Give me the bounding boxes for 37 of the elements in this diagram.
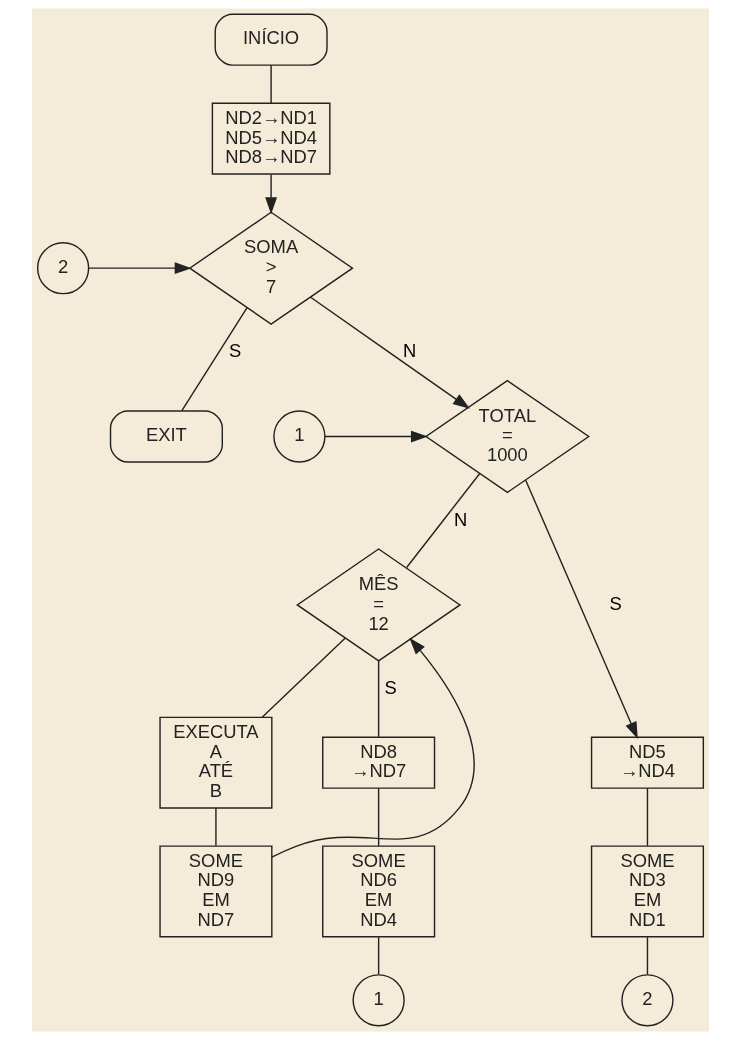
connector: [180, 306, 248, 412]
edge-label: S: [384, 676, 397, 698]
node-box: SOME ND6 EM ND4: [321, 845, 435, 938]
node-diamond: TOTAL = 1000: [424, 379, 590, 494]
connector: [269, 64, 272, 104]
node-box: SOME ND9 EM ND7: [158, 845, 273, 938]
edge-label: N: [402, 340, 416, 362]
node-box: ND5 →ND4: [590, 736, 704, 789]
edge-label: N: [453, 508, 467, 530]
connector: [377, 787, 379, 847]
arrow: [323, 430, 428, 443]
connector: [646, 787, 648, 847]
arrow: [309, 296, 470, 409]
connector: [377, 936, 379, 976]
node-box: INÍCIO: [214, 13, 328, 66]
connector: [214, 807, 217, 847]
node-circle: 2: [36, 242, 89, 295]
node-circle: 1: [272, 410, 326, 463]
node-box: EXECUTA A ATÉ B: [158, 716, 273, 809]
node-diamond: MÊS = 12: [295, 548, 461, 662]
node-circle: 2: [620, 974, 674, 1027]
arrow: [270, 637, 475, 858]
edge-label: S: [228, 340, 241, 362]
node-box: EXIT: [109, 410, 223, 463]
connector: [646, 936, 648, 976]
node-box: ND8 →ND7: [321, 736, 435, 789]
arrow: [524, 479, 638, 739]
connector: [260, 637, 346, 718]
node-diamond: SOMA > 7: [188, 211, 354, 325]
node-box: ND2→ND1 ND5→ND4 ND8→ND7: [211, 102, 331, 175]
connector: [377, 660, 379, 738]
edge-label: S: [608, 592, 622, 614]
connector: [405, 472, 480, 569]
node-circle: 1: [351, 974, 405, 1027]
arrow: [264, 174, 277, 215]
node-box: SOME ND3 EM ND1: [590, 845, 704, 938]
arrow: [87, 262, 192, 275]
